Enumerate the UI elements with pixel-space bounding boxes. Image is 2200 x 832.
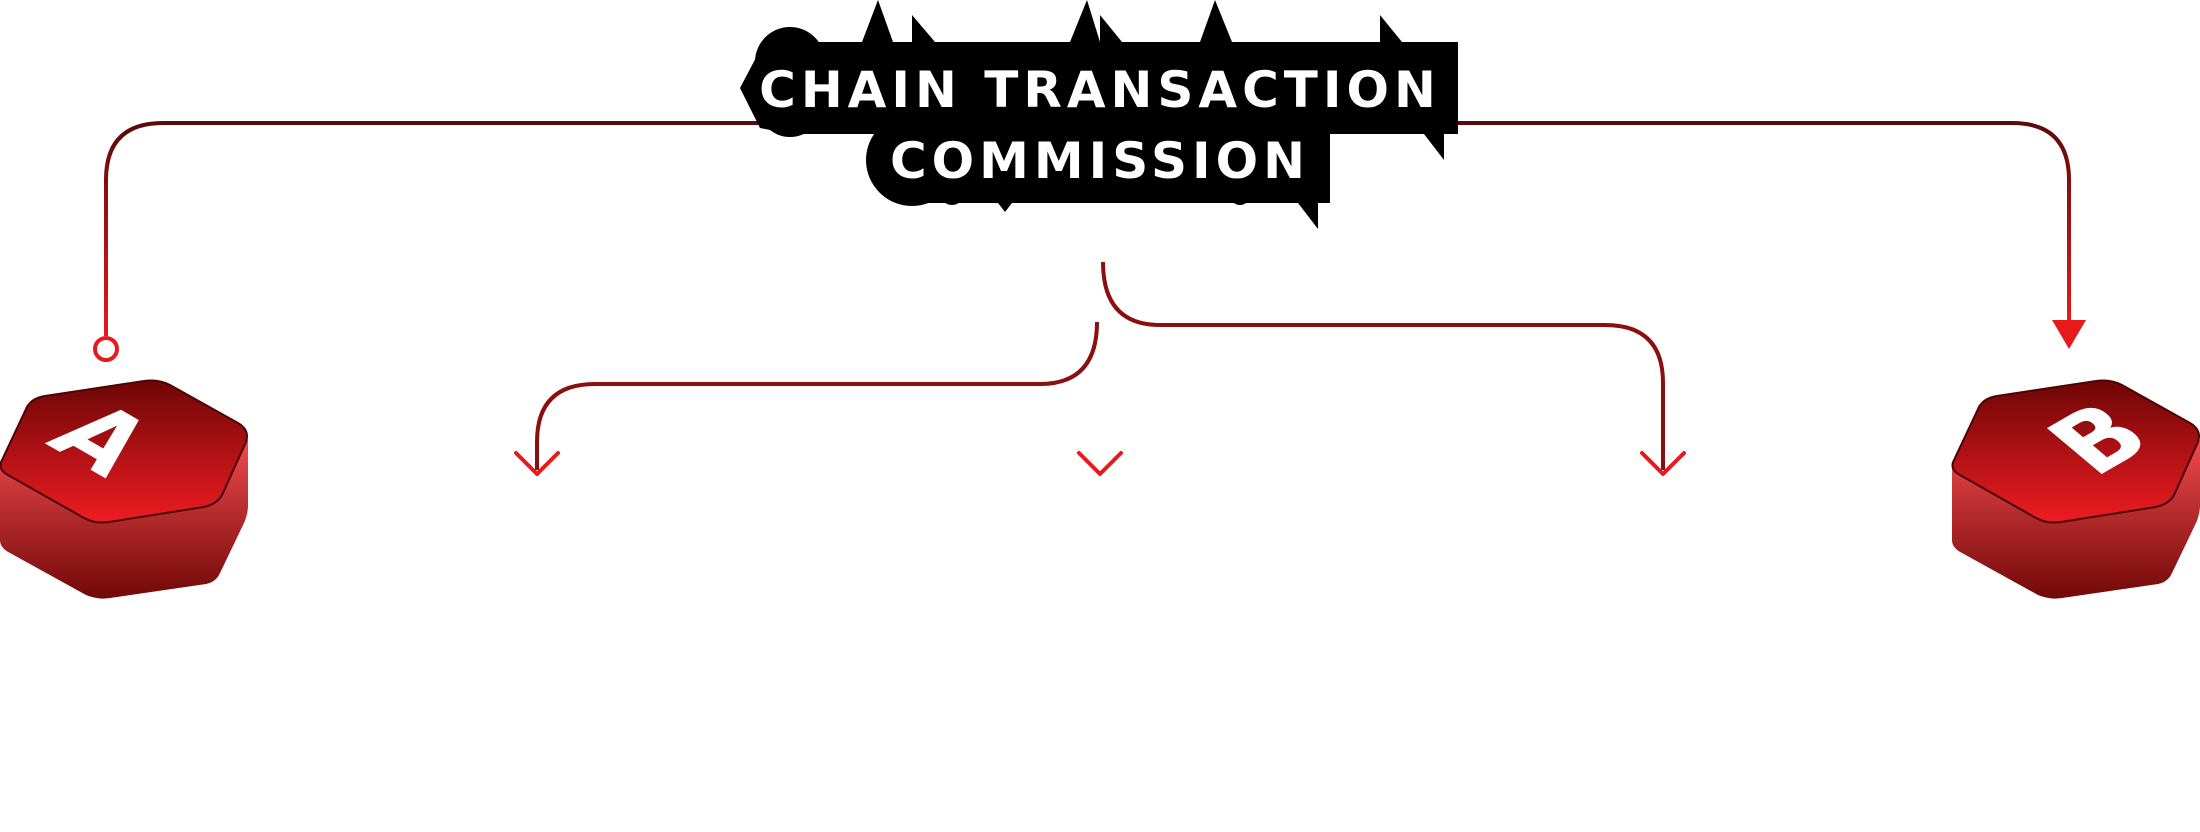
title-block: CHAIN TRANSACTION COMMISSION <box>740 0 1458 229</box>
branch-line-left <box>535 321 1099 470</box>
chevron-down-icon <box>1077 451 1123 476</box>
ring-marker-icon <box>93 336 119 362</box>
node-a-top <box>0 379 248 524</box>
title-backdrop-line2 <box>900 130 1330 229</box>
top-connector <box>93 121 2086 362</box>
branch-connectors <box>514 242 1686 476</box>
node-a[interactable]: A <box>0 379 248 599</box>
node-b[interactable]: B <box>1951 379 2200 599</box>
connector-line-left <box>104 121 760 336</box>
triangle-arrowhead-icon <box>2052 320 2086 349</box>
title-line-2: COMMISSION <box>890 132 1310 190</box>
node-b-top <box>1951 379 2200 524</box>
title-line-1: CHAIN TRANSACTION <box>759 61 1441 119</box>
branch-line-right <box>1101 261 1665 470</box>
connector-line-right <box>1450 121 2071 320</box>
chevron-down-icon <box>1640 451 1686 476</box>
chevron-down-icon <box>514 451 560 476</box>
